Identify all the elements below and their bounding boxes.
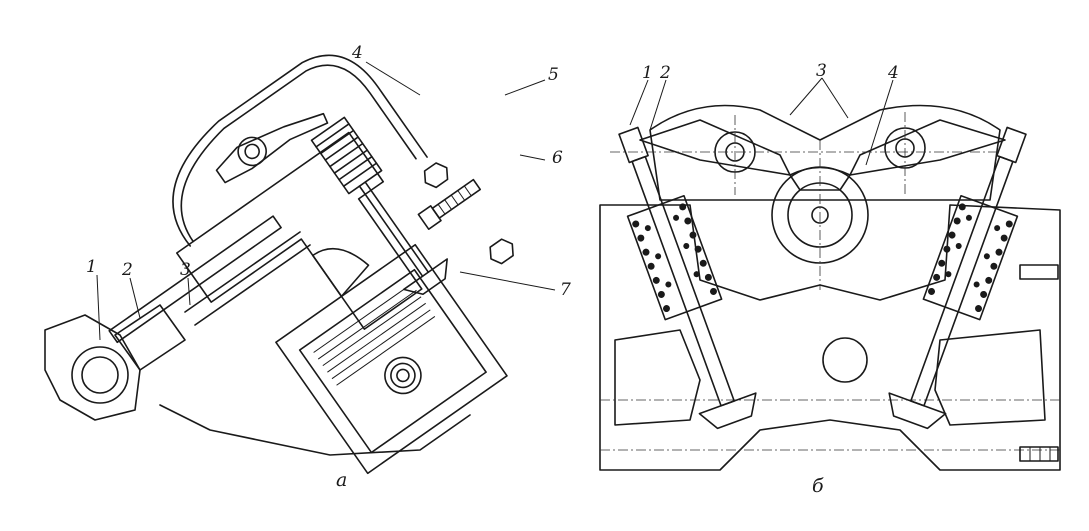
leader-lines-a [96, 61, 556, 341]
spark-plug [417, 178, 482, 230]
fig-b-label-1: 1 [642, 63, 653, 83]
figure-a: 1 2 3 4 5 6 7 а [44, 43, 571, 491]
fig-a-label-1: 1 [86, 257, 97, 277]
fig-a-label-2: 2 [121, 260, 133, 280]
fig-b-label-2: 2 [659, 63, 671, 83]
right-valve-assembly [888, 126, 1027, 430]
fig-b-label-4: 4 [887, 63, 899, 83]
left-spring-coils [632, 203, 717, 313]
valve-spring [310, 116, 383, 195]
rocker-end-assembly [44, 231, 311, 421]
fig-a-label-4: 4 [351, 43, 363, 63]
fig-b-caption: б [812, 475, 824, 497]
fig-a-label-7: 7 [560, 280, 571, 300]
fig-a-caption: а [336, 469, 347, 491]
leader-lines-b [629, 77, 894, 166]
fig-b-label-3: 3 [816, 61, 827, 81]
fig-a-label-6: 6 [552, 148, 563, 168]
left-valve-assembly [618, 126, 757, 430]
fig-a-label-3: 3 [180, 260, 191, 280]
right-spring-coils [928, 203, 1013, 313]
piston-rings [313, 283, 436, 386]
figure-b: 1 2 3 4 б [599, 61, 1061, 497]
fig-a-label-5: 5 [548, 65, 559, 85]
